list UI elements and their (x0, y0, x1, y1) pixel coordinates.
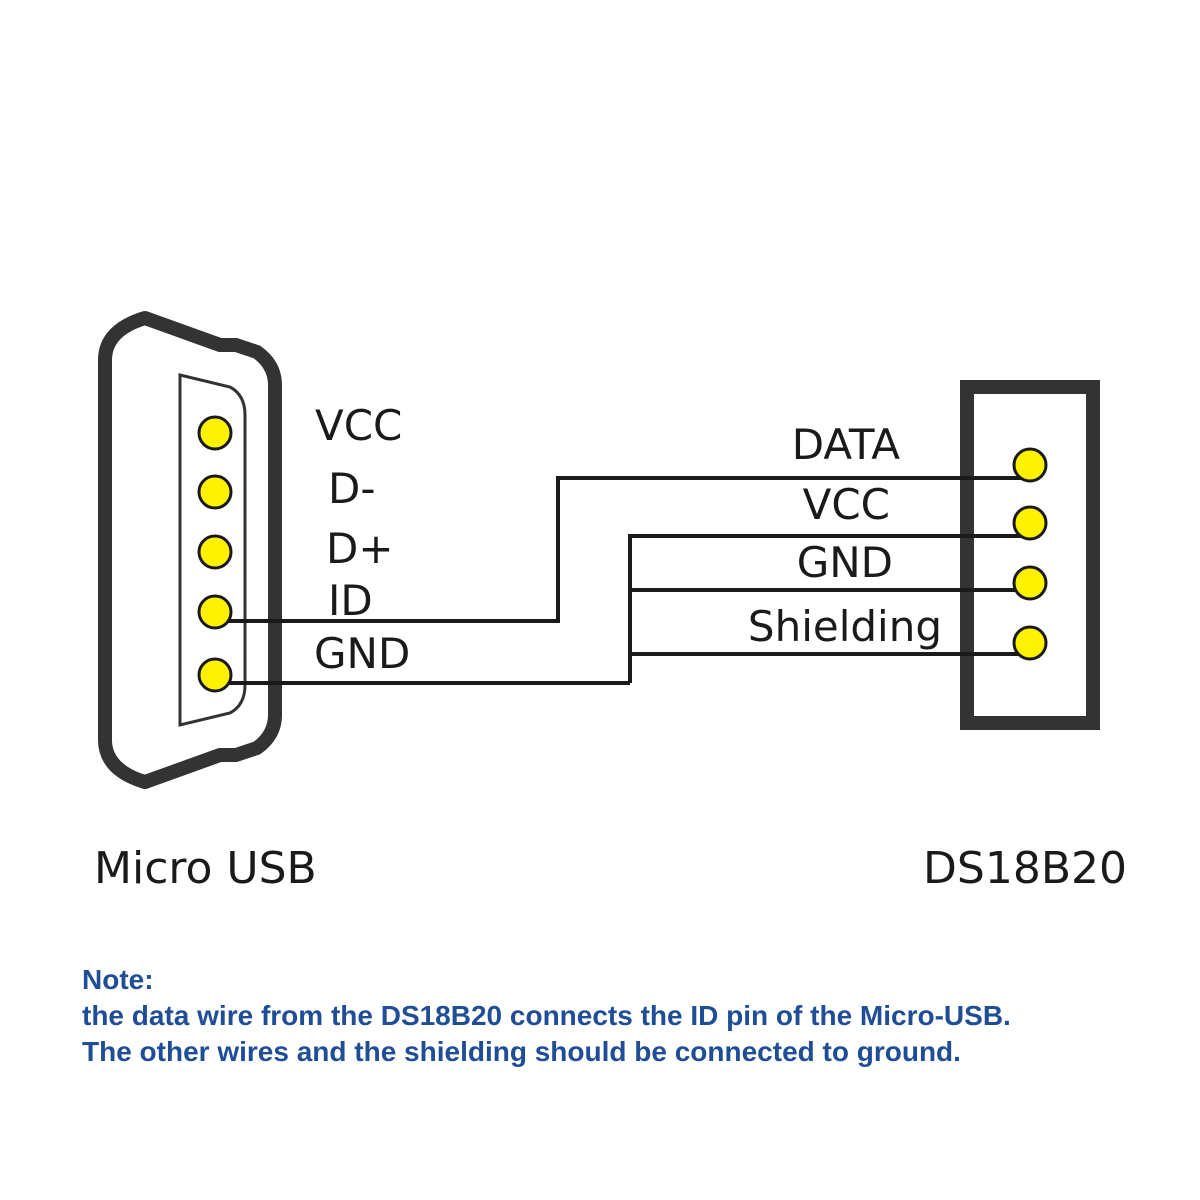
usb-pin-label-id: ID (328, 576, 373, 625)
ds18b20-inner-face (974, 394, 1086, 716)
ds-pin-data (1012, 447, 1048, 483)
note-line-1: the data wire from the DS18B20 connects … (82, 1000, 1011, 1031)
ds18b20-connector (960, 380, 1100, 730)
usb-pin-gnd (197, 657, 233, 693)
ds-pin-label-data: DATA (792, 420, 900, 469)
ds-pin-shielding (1012, 625, 1048, 661)
note-title: Note: (82, 964, 154, 995)
usb-pin-label-gnd: GND (314, 629, 410, 678)
ds-pin-vcc (1012, 505, 1048, 541)
ds-pin-label-shielding: Shielding (748, 602, 942, 651)
wire-vcc-to-gnd (628, 534, 1030, 683)
usb-pin-vcc (197, 415, 233, 451)
usb-pin-id (197, 594, 233, 630)
wire-data-to-id (215, 476, 1030, 623)
micro-usb-connector (98, 311, 282, 789)
ds18b20-title: DS18B20 (923, 843, 1127, 894)
usb-pin-d-plus (197, 534, 233, 570)
micro-usb-pins (197, 415, 233, 693)
micro-usb-outer-shell (98, 311, 282, 789)
note-line-2: The other wires and the shielding should… (82, 1036, 961, 1067)
ds-pin-gnd (1012, 565, 1048, 601)
wires (215, 476, 1030, 685)
usb-pin-label-vcc: VCC (315, 401, 402, 450)
ds18b20-pins (1012, 447, 1048, 661)
ds-pin-label-gnd: GND (797, 538, 893, 587)
note-block: Note: the data wire from the DS18B20 con… (82, 962, 1182, 1070)
usb-pin-label-d-plus: D+ (326, 524, 394, 573)
usb-pin-d-minus (197, 474, 233, 510)
usb-pin-label-d-minus: D- (328, 464, 376, 513)
micro-usb-title: Micro USB (94, 843, 317, 894)
ds-pin-label-vcc: VCC (803, 480, 890, 529)
